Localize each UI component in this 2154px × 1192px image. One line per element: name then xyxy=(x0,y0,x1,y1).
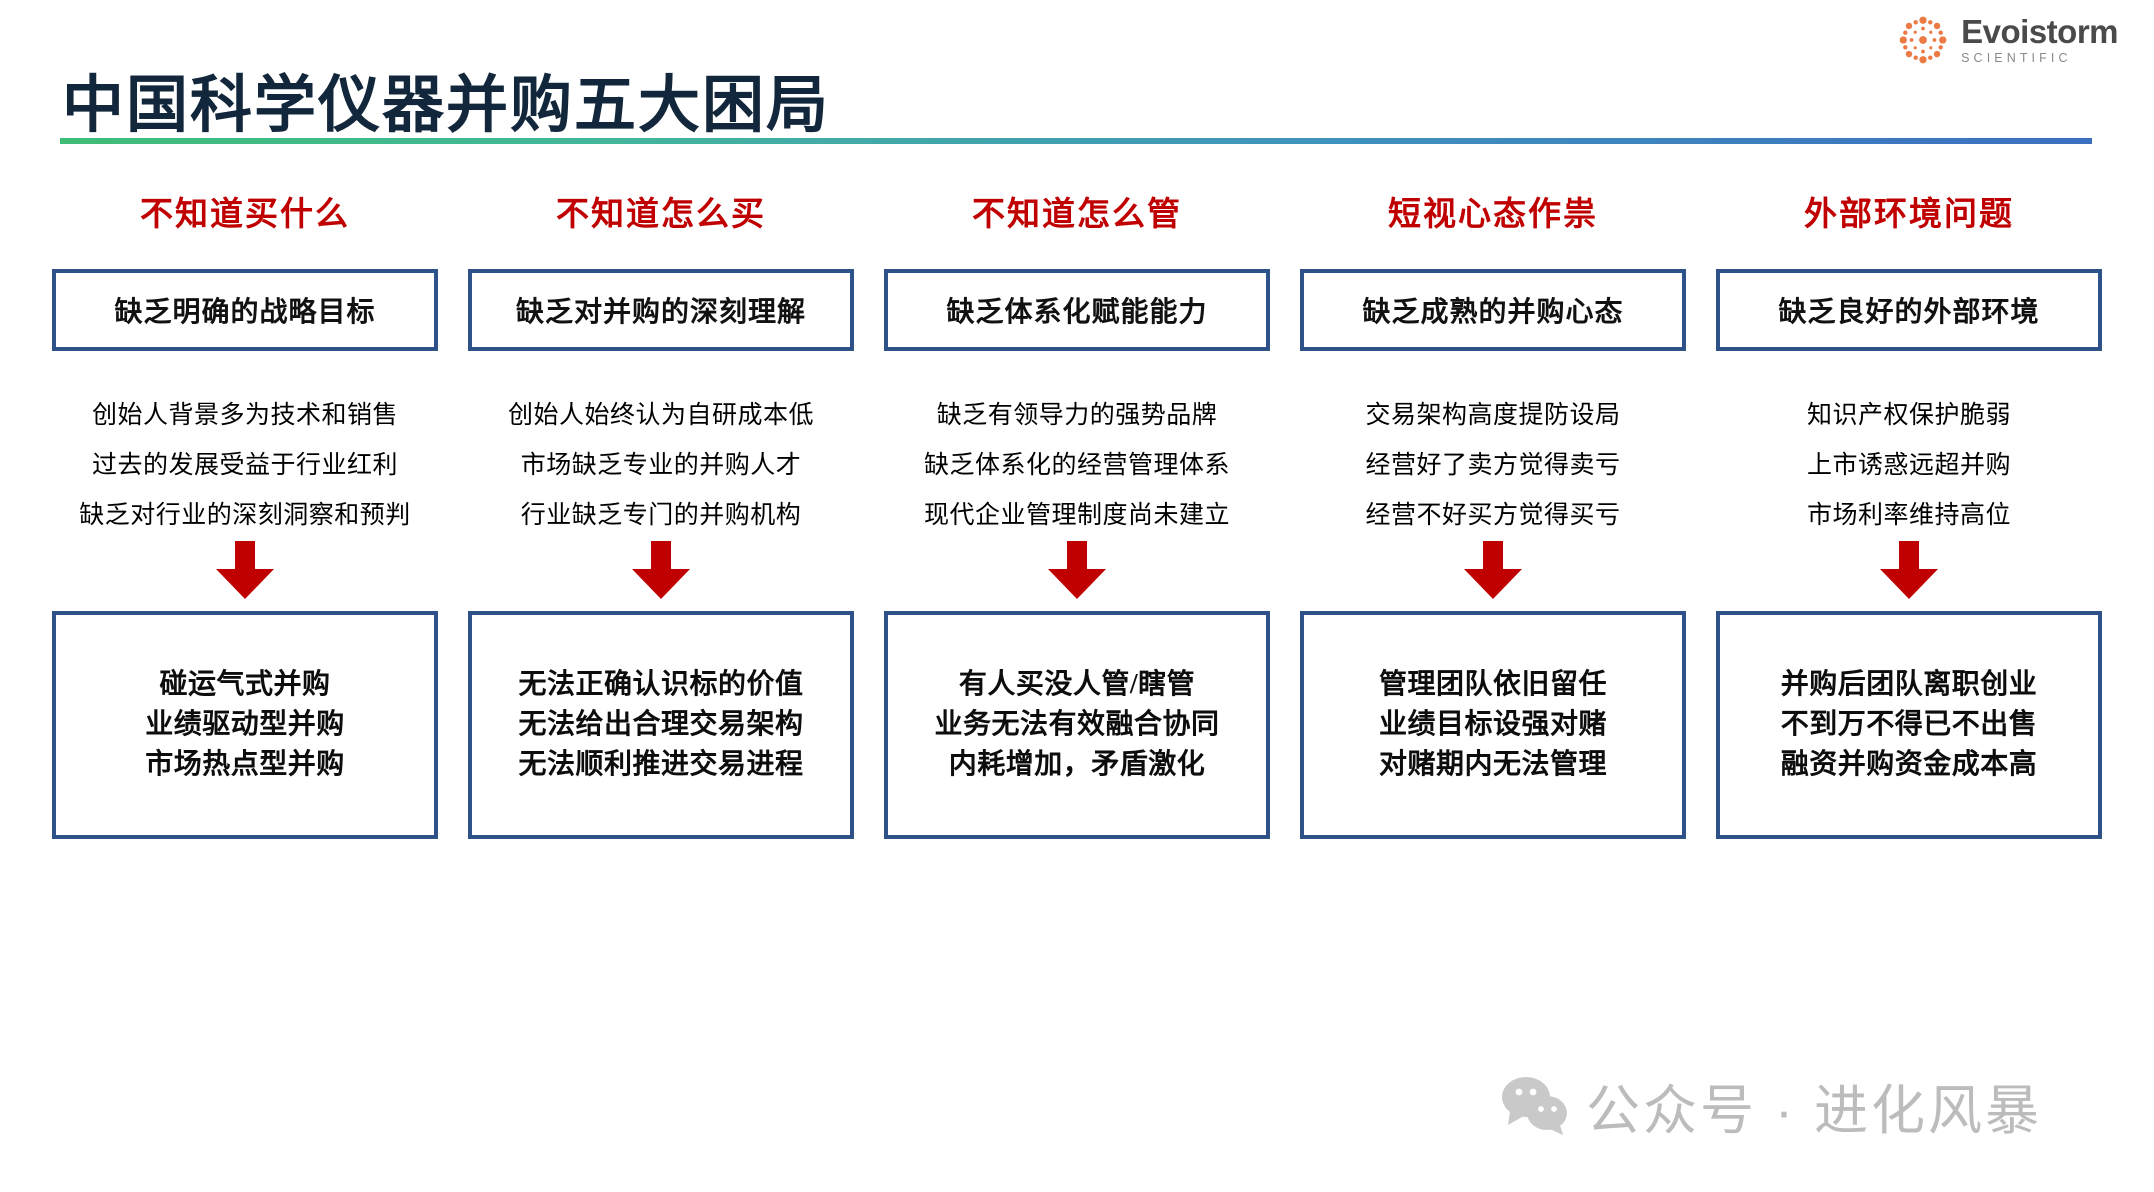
outcome-item: 无法给出合理交易架构 xyxy=(518,709,804,741)
reason-item: 交易架构高度提防设局 xyxy=(1365,402,1621,429)
reason-list-3: 缺乏有领导力的强势品牌 缺乏体系化的经营管理体系 现代企业管理制度尚未建立 xyxy=(884,395,1270,529)
outcome-item: 无法正确认识标的价值 xyxy=(518,669,804,701)
outcome-item: 融资并购资金成本高 xyxy=(1780,748,2038,780)
outcome-item: 业绩目标设强对赌 xyxy=(1378,709,1607,741)
reason-item: 缺乏体系化的经营管理体系 xyxy=(923,452,1230,479)
reason-item: 市场缺乏专业的并购人才 xyxy=(520,452,802,479)
outcome-item: 有人买没人管/瞎管 xyxy=(958,669,1196,701)
arrow-container-5 xyxy=(1716,535,2102,607)
arrow-container-3 xyxy=(884,535,1270,607)
down-arrow-icon xyxy=(1464,541,1522,599)
arrow-container-4 xyxy=(1300,535,1686,607)
reason-item: 市场利率维持高位 xyxy=(1806,502,2011,529)
reason-item: 行业缺乏专门的并购机构 xyxy=(520,502,802,529)
outcome-box-5: 并购后团队离职创业 不到万不得已不出售 融资并购资金成本高 xyxy=(1716,611,2102,839)
down-arrow-icon xyxy=(632,541,690,599)
cause-box-2: 缺乏对并购的深刻理解 xyxy=(468,269,854,351)
evoistorm-burst-icon xyxy=(1899,16,1947,64)
outcome-item: 并购后团队离职创业 xyxy=(1780,669,2038,701)
reason-item: 缺乏对行业的深刻洞察和预判 xyxy=(79,502,411,529)
column-2: 不知道怎么买 缺乏对并购的深刻理解 创始人始终认为自研成本低 市场缺乏专业的并购… xyxy=(468,185,854,839)
reason-item: 经营不好买方觉得买亏 xyxy=(1365,502,1621,529)
cause-box-3: 缺乏体系化赋能能力 xyxy=(884,269,1270,351)
outcome-item: 无法顺利推进交易进程 xyxy=(518,748,804,780)
outcome-box-2: 无法正确认识标的价值 无法给出合理交易架构 无法顺利推进交易进程 xyxy=(468,611,854,839)
reason-item: 创始人背景多为技术和销售 xyxy=(91,402,398,429)
outcome-item: 业务无法有效融合协同 xyxy=(934,709,1220,741)
title-divider xyxy=(60,138,2092,144)
down-arrow-icon xyxy=(1880,541,1938,599)
outcome-box-3: 有人买没人管/瞎管 业务无法有效融合协同 内耗增加，矛盾激化 xyxy=(884,611,1270,839)
column-5: 外部环境问题 缺乏良好的外部环境 知识产权保护脆弱 上市诱惑远超并购 市场利率维… xyxy=(1716,185,2102,839)
outcome-item: 业绩驱动型并购 xyxy=(145,709,345,741)
cause-box-4: 缺乏成熟的并购心态 xyxy=(1300,269,1686,351)
brand-tagline: SCIENTIFIC xyxy=(1961,51,2072,66)
reason-item: 上市诱惑远超并购 xyxy=(1806,452,2011,479)
reason-list-4: 交易架构高度提防设局 经营好了卖方觉得卖亏 经营不好买方觉得买亏 xyxy=(1300,395,1686,529)
column-header-3: 不知道怎么管 xyxy=(972,197,1182,233)
arrow-container-1 xyxy=(52,535,438,607)
outcome-item: 碰运气式并购 xyxy=(159,669,331,701)
column-1: 不知道买什么 缺乏明确的战略目标 创始人背景多为技术和销售 过去的发展受益于行业… xyxy=(52,185,438,839)
cause-box-label-1: 缺乏明确的战略目标 xyxy=(114,297,376,328)
brand-name: Evoistorm xyxy=(1961,13,2118,51)
outcome-item: 市场热点型并购 xyxy=(145,748,345,780)
outcome-item: 内耗增加，矛盾激化 xyxy=(948,748,1206,780)
cause-box-1: 缺乏明确的战略目标 xyxy=(52,269,438,351)
column-3: 不知道怎么管 缺乏体系化赋能能力 缺乏有领导力的强势品牌 缺乏体系化的经营管理体… xyxy=(884,185,1270,839)
cause-box-label-4: 缺乏成熟的并购心态 xyxy=(1362,297,1624,328)
page-title: 中国科学仪器并购五大困局 xyxy=(62,72,831,140)
column-header-2: 不知道怎么买 xyxy=(556,197,766,233)
watermark-text: 公众号 · 进化风暴 xyxy=(1586,1081,2042,1141)
arrow-container-2 xyxy=(468,535,854,607)
reason-item: 创始人始终认为自研成本低 xyxy=(507,402,814,429)
reason-item: 过去的发展受益于行业红利 xyxy=(91,452,398,479)
cause-box-5: 缺乏良好的外部环境 xyxy=(1716,269,2102,351)
cause-box-label-5: 缺乏良好的外部环境 xyxy=(1778,297,2040,328)
column-header-5: 外部环境问题 xyxy=(1804,197,2014,233)
column-header-4: 短视心态作祟 xyxy=(1388,197,1598,233)
cause-box-label-2: 缺乏对并购的深刻理解 xyxy=(515,297,806,328)
outcome-box-4: 管理团队依旧留任 业绩目标设强对赌 对赌期内无法管理 xyxy=(1300,611,1686,839)
reason-list-1: 创始人背景多为技术和销售 过去的发展受益于行业红利 缺乏对行业的深刻洞察和预判 xyxy=(52,395,438,529)
outcome-item: 不到万不得已不出售 xyxy=(1780,709,2038,741)
reason-item: 知识产权保护脆弱 xyxy=(1806,402,2011,429)
brand-logo: Evoistorm SCIENTIFIC xyxy=(1897,14,2118,66)
outcome-item: 管理团队依旧留任 xyxy=(1378,669,1607,701)
cause-box-label-3: 缺乏体系化赋能能力 xyxy=(946,297,1208,328)
watermark: 公众号 · 进化风暴 xyxy=(1500,1066,2042,1145)
column-4: 短视心态作祟 缺乏成熟的并购心态 交易架构高度提防设局 经营好了卖方觉得卖亏 经… xyxy=(1300,185,1686,839)
down-arrow-icon xyxy=(1048,541,1106,599)
column-header-1: 不知道买什么 xyxy=(140,197,350,233)
outcome-item: 对赌期内无法管理 xyxy=(1378,748,1607,780)
outcome-box-1: 碰运气式并购 业绩驱动型并购 市场热点型并购 xyxy=(52,611,438,839)
wechat-icon xyxy=(1502,1076,1567,1135)
reason-item: 现代企业管理制度尚未建立 xyxy=(923,502,1230,529)
reason-item: 经营好了卖方觉得卖亏 xyxy=(1365,452,1621,479)
reason-list-5: 知识产权保护脆弱 上市诱惑远超并购 市场利率维持高位 xyxy=(1716,395,2102,529)
reason-item: 缺乏有领导力的强势品牌 xyxy=(936,402,1218,429)
reason-list-2: 创始人始终认为自研成本低 市场缺乏专业的并购人才 行业缺乏专门的并购机构 xyxy=(468,395,854,529)
five-dilemmas-grid: 不知道买什么 缺乏明确的战略目标 创始人背景多为技术和销售 过去的发展受益于行业… xyxy=(52,185,2102,839)
down-arrow-icon xyxy=(216,541,274,599)
